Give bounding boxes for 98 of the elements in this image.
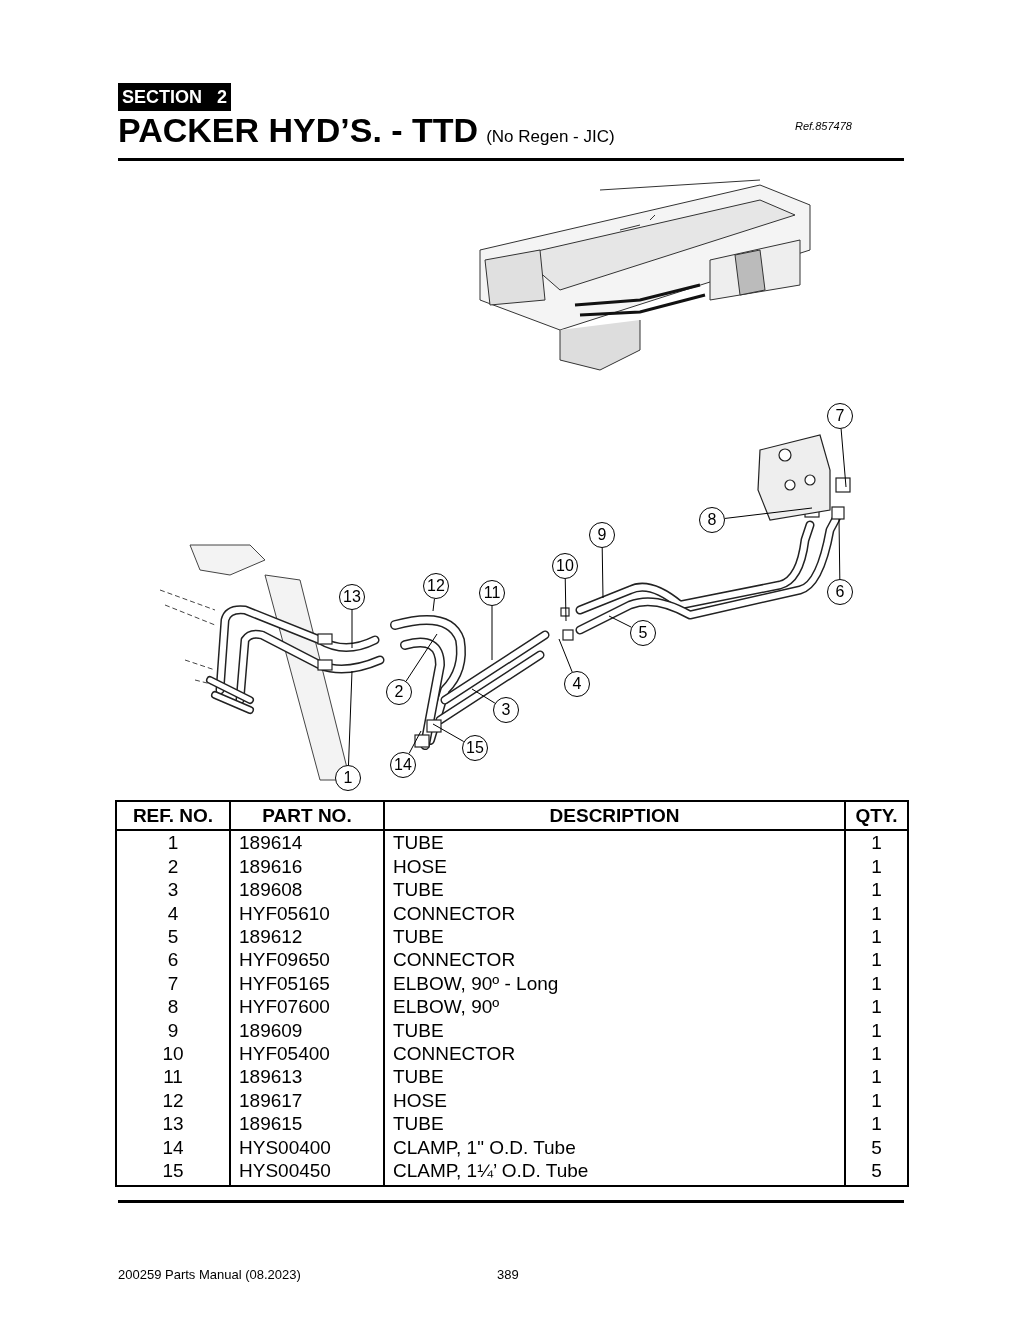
leader-line [491,605,493,661]
ref-number-cell-text: 9 [166,1018,180,1043]
quantity-cell: 5 [844,1135,907,1160]
description-cell: CLAMP, 1" O.D. Tube [383,1135,844,1160]
callout-number: 3 [493,697,519,723]
ref-number-cell-text: 8 [166,995,180,1019]
part-number-cell: 189609 [229,1018,383,1043]
callout-number: 12 [423,573,449,599]
callout-number: 6 [827,579,853,605]
leader-line [351,609,353,649]
callout-number: 10 [552,553,578,579]
ref-number-cell-text: 11 [162,1065,184,1089]
reference-number: Ref.857478 [795,119,852,134]
part-number-cell: HYF05165 [229,971,383,996]
ref-number-cell-text: 3 [166,878,180,902]
description-cell: CLAMP, 1¼’ O.D. Tube [383,1159,844,1185]
leader-line [408,730,422,754]
leader-line [558,638,573,673]
description-cell: ELBOW, 90º - Long [383,971,844,996]
leader-line [840,428,847,488]
part-number-cell: HYF05400 [229,1042,383,1066]
ref-number-cell-text: 12 [161,1088,185,1113]
description-cell: ELBOW, 90º [383,995,844,1019]
ref-number-cell-text: 15 [161,1159,185,1184]
leader-line [348,670,353,766]
callout-number: 2 [386,679,412,705]
quantity-cell: 1 [844,1065,907,1089]
part-number-cell: 189608 [229,878,383,902]
ref-number-cell-text: 1 [166,831,180,855]
description-cell: HOSE [383,854,844,879]
leader-line [564,578,567,622]
part-number-cell: 189615 [229,1112,383,1136]
callout-number: 4 [564,671,590,697]
callout-number: 11 [479,580,505,606]
description-cell: TUBE [383,925,844,949]
callout-number: 5 [630,620,656,646]
leader-line [601,547,604,599]
ref-number-cell-text: 14 [161,1135,185,1160]
part-number-cell: HYF07600 [229,995,383,1019]
ref-number-cell-text: 5 [166,925,180,949]
part-number-cell: HYS00400 [229,1135,383,1160]
ref-number-cell-text: 4 [166,901,180,926]
description-cell: TUBE [383,1065,844,1089]
callout-number: 9 [589,522,615,548]
quantity-cell: 1 [844,948,907,972]
column-header: QTY. [844,802,907,830]
quantity-cell: 1 [844,971,907,996]
callout-number: 13 [339,584,365,610]
leader-line [405,633,438,682]
part-number-cell: 189612 [229,925,383,949]
part-number-cell: 189617 [229,1088,383,1113]
column-header: REF. NO. [131,804,215,828]
description-cell: TUBE [383,1112,844,1136]
part-number-cell: 189616 [229,854,383,879]
ref-number-cell-text: 13 [161,1112,185,1136]
quantity-cell: 1 [844,925,907,949]
quantity-cell: 1 [844,1088,907,1113]
description-cell: TUBE [383,831,844,855]
leader-line [838,518,841,580]
callout-number: 8 [699,507,725,533]
ref-number-cell-text: 10 [161,1042,185,1066]
ref-number-cell-text: 6 [166,948,180,972]
description-cell: TUBE [383,878,844,902]
section-badge: SECTION 2 [118,83,232,111]
page-subtitle: (No Regen - JIC) [486,126,615,148]
part-number-cell: HYF05610 [229,901,383,926]
description-cell: HOSE [383,1088,844,1113]
quantity-cell: 1 [844,831,907,855]
quantity-cell: 5 [844,1159,907,1185]
part-number-cell: 189614 [229,831,383,855]
callout-number: 7 [827,403,853,429]
ref-number-cell-text: 2 [166,854,180,879]
description-cell: CONNECTOR [383,948,844,972]
description-cell: CONNECTOR [383,1042,844,1066]
page-title: PACKER HYD’S. - TTD [118,110,479,150]
page-number: 389 [497,1266,519,1284]
quantity-cell: 1 [844,854,907,879]
quantity-cell: 1 [844,1112,907,1136]
quantity-cell: 1 [844,878,907,902]
part-number-cell: HYF09650 [229,948,383,972]
quantity-cell: 1 [844,901,907,926]
ref-number-cell-text: 7 [166,971,180,996]
quantity-cell: 1 [844,1042,907,1066]
quantity-cell: 1 [844,995,907,1019]
part-number-cell: HYS00450 [229,1159,383,1185]
leader-line [608,615,632,628]
quantity-cell: 1 [844,1018,907,1043]
footer-text: 200259 Parts Manual (08.2023) [118,1266,301,1284]
callout-number: 15 [462,735,488,761]
column-header: DESCRIPTION [383,802,844,830]
callout-number: 1 [335,765,361,791]
leader-line [432,598,435,612]
description-cell: TUBE [383,1018,844,1043]
part-number-cell: 189613 [229,1065,383,1089]
callout-number: 14 [390,752,416,778]
description-cell: CONNECTOR [383,901,844,926]
column-header: PART NO. [229,802,383,830]
leader-line [724,507,813,519]
